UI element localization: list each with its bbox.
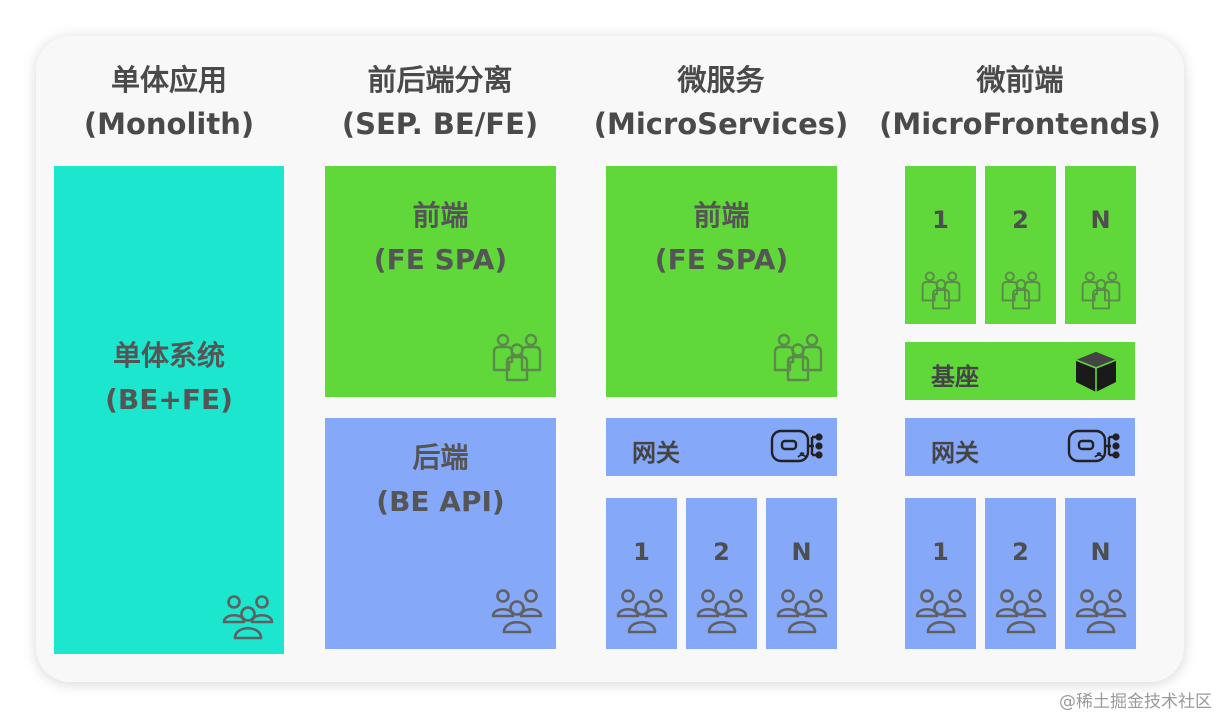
monolith-subtitle: (BE+FE): [105, 383, 233, 416]
micro-app-block-n: N: [1065, 166, 1136, 324]
team-icon: [1075, 589, 1127, 634]
microfe-gateway-block: 网关: [905, 418, 1135, 476]
microfe-service-block-1: 1: [905, 498, 976, 649]
team-icon: [696, 589, 748, 634]
team-icon: [616, 589, 668, 634]
column-heading-microfrontends: 微前端 (MicroFrontends): [878, 58, 1162, 146]
service-number: 2: [713, 538, 730, 566]
frontend-subtitle: (FE SPA): [654, 243, 789, 276]
microfe-service-block-2: 2: [985, 498, 1056, 649]
app-number: N: [1090, 206, 1111, 234]
column-heading-monolith: 单体应用 (Monolith): [54, 58, 284, 146]
gateway-label: 网关: [931, 439, 979, 467]
column-heading-separation: 前后端分离 (SEP. BE/FE): [320, 58, 560, 146]
app-number: 2: [1012, 206, 1029, 234]
micro-service-block-n: N: [766, 498, 837, 649]
team-icon: [995, 589, 1047, 634]
heading-subtitle: (MicroFrontends): [879, 107, 1161, 141]
service-number: 1: [633, 538, 650, 566]
heading-title: 微前端: [976, 63, 1064, 97]
team-icon: [1001, 271, 1041, 310]
gateway-label: 网关: [632, 439, 680, 467]
frontend-label: 前端 (FE SPA): [325, 194, 556, 282]
backend-title: 后端: [412, 441, 469, 474]
app-number: 1: [932, 206, 949, 234]
micro-app-block-1: 1: [905, 166, 976, 324]
frontend-title: 前端: [693, 199, 750, 232]
micro-service-block-1: 1: [606, 498, 677, 649]
micro-app-block-2: 2: [985, 166, 1056, 324]
heading-title: 单体应用: [110, 63, 227, 97]
heading-subtitle: (Monolith): [83, 107, 255, 141]
micro-gateway-block: 网关: [606, 418, 837, 476]
team-icon: [1081, 271, 1121, 310]
column-heading-microservices: 微服务 (MicroServices): [590, 58, 852, 146]
team-icon: [222, 595, 274, 640]
gateway-router-icon: [770, 429, 823, 463]
team-icon: [776, 589, 828, 634]
base-label: 基座: [931, 363, 979, 391]
micro-frontend-spa-block: 前端 (FE SPA): [606, 166, 837, 397]
watermark: @稀土掘金技术社区: [1059, 692, 1212, 712]
service-number: 2: [1012, 538, 1029, 566]
team-icon: [915, 589, 967, 634]
team-icon: [492, 333, 542, 382]
heading-title: 前后端分离: [367, 63, 513, 97]
monolith-system-block: 单体系统 (BE+FE): [54, 166, 284, 654]
service-number: N: [791, 538, 812, 566]
frontend-title: 前端: [412, 199, 469, 232]
base-container-block: 基座: [905, 342, 1135, 400]
service-number: N: [1090, 538, 1111, 566]
frontend-label: 前端 (FE SPA): [606, 194, 837, 282]
monolith-label: 单体系统 (BE+FE): [54, 334, 284, 422]
backend-subtitle: (BE API): [376, 485, 505, 518]
frontend-spa-block: 前端 (FE SPA): [325, 166, 556, 397]
team-icon: [921, 271, 961, 310]
microfe-service-block-n: N: [1065, 498, 1136, 649]
backend-api-block: 后端 (BE API): [325, 418, 556, 649]
micro-service-block-2: 2: [686, 498, 757, 649]
cube-icon: [1075, 351, 1117, 393]
heading-subtitle: (MicroServices): [593, 107, 849, 141]
service-number: 1: [932, 538, 949, 566]
frontend-subtitle: (FE SPA): [373, 243, 508, 276]
gateway-router-icon: [1067, 429, 1120, 463]
team-icon: [773, 333, 823, 382]
team-icon: [491, 589, 543, 634]
heading-title: 微服务: [677, 63, 765, 97]
monolith-title: 单体系统: [112, 339, 225, 372]
backend-label: 后端 (BE API): [325, 436, 556, 524]
heading-subtitle: (SEP. BE/FE): [341, 107, 539, 141]
